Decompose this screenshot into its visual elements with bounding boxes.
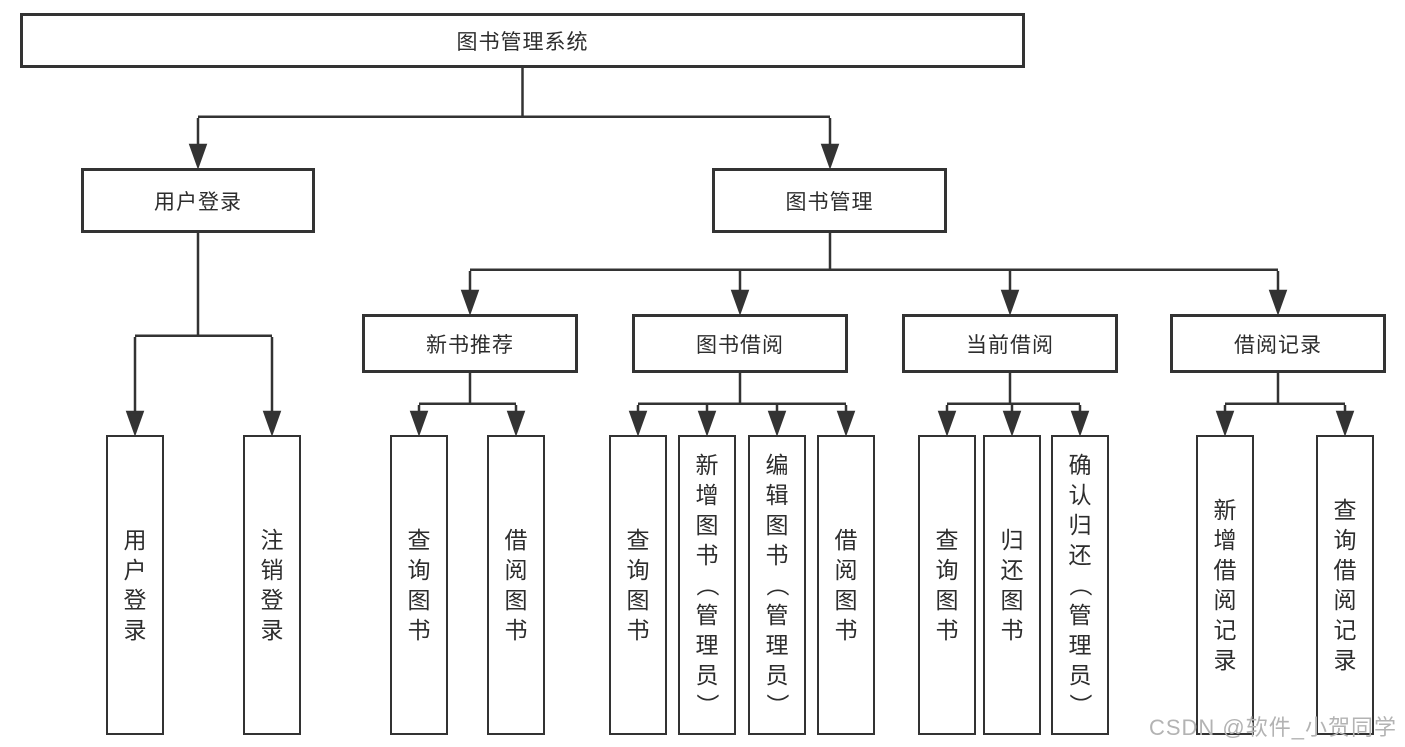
node-label: 借阅图书 [504,527,528,643]
connector-borrowing-to-leaves [628,373,856,437]
connector-root-to-level2 [188,67,840,170]
node-label: 借阅图书 [834,527,858,643]
connector-current-to-leaves [937,373,1090,437]
leaf-add-borrow-record: 新增借阅记录 [1196,435,1254,735]
arrowhead [262,410,282,437]
node-label: 当前借阅 [966,333,1054,357]
node-label: 查询图书 [407,527,431,643]
arrowhead [730,289,750,316]
node-label: 新增借阅记录 [1213,497,1237,673]
arrowhead [937,410,957,437]
arrowhead [697,410,717,437]
arrowhead [628,410,648,437]
node-label: 查询图书 [935,527,959,643]
arrowhead [188,143,208,170]
node-book-borrowing: 图书借阅 [632,314,848,373]
node-label: 借阅记录 [1234,333,1322,357]
arrowhead [1000,289,1020,316]
leaf-user-login: 用户登录 [106,435,164,735]
arrowhead [125,410,145,437]
node-label: 编辑图书（管理员） [764,452,790,717]
connector-mgmt-to-level3 [460,233,1288,316]
leaf-return-books: 归还图书 [983,435,1041,735]
node-label: 用户登录 [154,190,242,214]
arrowhead [1215,410,1235,437]
node-label: 归还图书 [1000,527,1024,643]
node-label: 图书管理 [785,190,874,214]
arrowhead [820,143,840,170]
node-library-system: 图书管理系统 [20,13,1025,68]
leaf-query-books-recommend: 查询图书 [390,435,448,735]
node-label: 查询图书 [626,527,650,643]
arrowhead [1268,289,1288,316]
arrowhead [1070,410,1090,437]
leaf-query-books-current: 查询图书 [918,435,976,735]
node-label: 新增图书（管理员） [694,452,720,717]
node-label: 注销登录 [260,527,284,643]
node-label: 图书借阅 [696,333,784,357]
csdn-watermark: CSDN @软件_小贺同学 [1148,715,1397,740]
node-label: 新书推荐 [426,333,514,357]
arrowhead [409,410,429,437]
leaf-borrow-books-borrowing: 借阅图书 [817,435,875,735]
arrowhead [460,289,480,316]
leaf-query-borrow-record: 查询借阅记录 [1316,435,1374,735]
node-new-book-recommendation: 新书推荐 [362,314,578,373]
connector-recommend-to-leaves [409,373,526,437]
node-current-borrowing: 当前借阅 [902,314,1118,373]
arrowhead [836,410,856,437]
arrowhead [767,410,787,437]
node-label: 用户登录 [123,527,147,643]
arrowhead [506,410,526,437]
arrowhead [1335,410,1355,437]
leaf-confirm-return-admin: 确认归还（管理员） [1051,435,1109,735]
leaf-add-book-admin: 新增图书（管理员） [678,435,736,735]
node-label: 图书管理系统 [456,30,589,54]
leaf-borrow-books-recommend: 借阅图书 [487,435,545,735]
node-borrowing-records: 借阅记录 [1170,314,1386,373]
leaf-edit-book-admin: 编辑图书（管理员） [748,435,806,735]
leaf-query-books-borrowing: 查询图书 [609,435,667,735]
connector-login-to-leaves [125,233,282,437]
arrowhead [1002,410,1022,437]
connector-records-to-leaves [1215,373,1355,437]
node-label: 查询借阅记录 [1333,497,1357,673]
leaf-logout: 注销登录 [243,435,301,735]
node-label: 确认归还（管理员） [1067,452,1093,717]
node-book-management: 图书管理 [712,168,947,233]
node-user-login: 用户登录 [81,168,315,233]
